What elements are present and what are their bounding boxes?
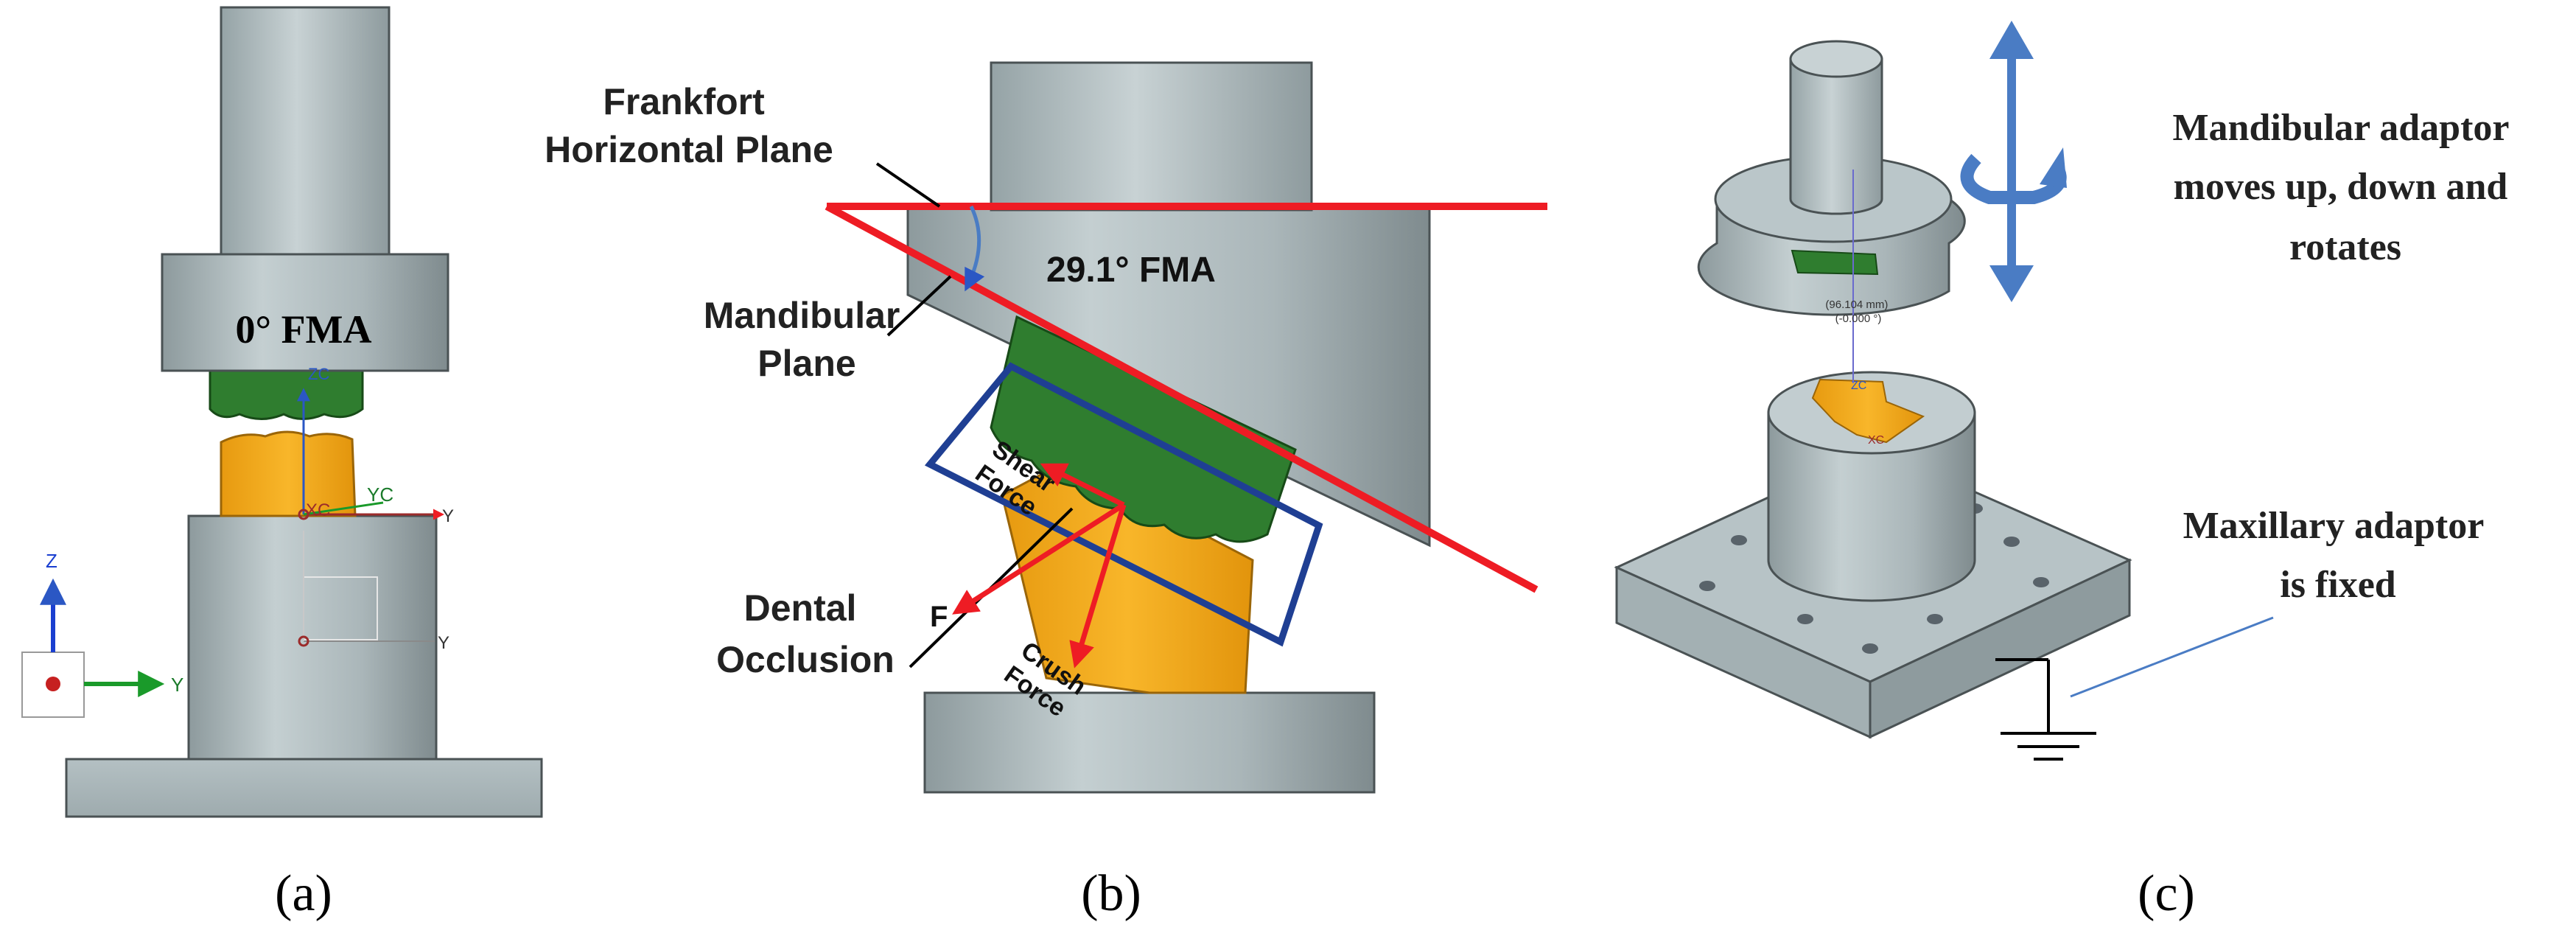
c-maxillary-text: Maxillary adaptor is fixed — [2183, 505, 2493, 606]
b-occlusion-frame — [924, 362, 1323, 647]
c-xc-label: XC — [1868, 434, 1884, 447]
b-angle-label: 29.1° FMA — [1046, 251, 1216, 290]
a-angle-label: 0° FMA — [235, 307, 371, 352]
c-maxillary-teeth — [1811, 378, 1925, 444]
c-upper-cylinder — [1789, 57, 1883, 215]
c-maxillary-leader — [2070, 616, 2274, 698]
c-mandibular-teeth — [1791, 249, 1879, 276]
a-lower-cylinder — [187, 514, 438, 761]
b-resultant-force-arrow — [952, 503, 1125, 615]
panel-c: ZC XC (96.104 mm) (-0.000 °) — [1614, 21, 2518, 922]
a-y-label-lower: Y — [438, 633, 449, 653]
a-maxillary-teeth — [220, 430, 357, 517]
a-y-label-upper: Y — [442, 506, 454, 526]
a-yc-label: YC — [367, 483, 393, 506]
panel-a: 0° FMA ZC YC XC Y Y Z Y (a) — [21, 6, 543, 922]
a-xc-label: XC — [306, 500, 330, 520]
b-mandibular-plane — [825, 203, 1539, 593]
c-base-front-right — [1869, 558, 2131, 739]
a-abs-y-label: Y — [171, 674, 183, 696]
a-base-plate — [65, 758, 543, 818]
b-lower-base — [923, 691, 1376, 794]
b-crush-force-arrow — [1069, 503, 1127, 668]
c-ground-symbol — [1995, 658, 2096, 761]
a-work-csys: ZC YC XC Y — [297, 365, 454, 526]
panel-b: 29.1° FMA Frankfort Horizontal Plane Man… — [545, 61, 1547, 922]
a-upper-cylinder — [220, 6, 391, 256]
c-zc-label: ZC — [1851, 380, 1866, 392]
a-z-label: Z — [46, 550, 57, 572]
c-motion-arrow — [1960, 21, 2067, 302]
a-ghost-csys: Y — [298, 531, 449, 653]
b-caption: (b) — [1081, 865, 1141, 922]
a-mandibular-teeth — [209, 367, 364, 420]
b-frankfort-label: Frankfort Horizontal Plane — [545, 81, 833, 170]
c-dimension-label: (96.104 mm) (-0.000 °) — [1825, 298, 1891, 325]
b-f-label: F — [930, 601, 948, 633]
b-dental-label: Dental Occlusion — [716, 587, 895, 680]
a-caption: (a) — [275, 865, 332, 922]
c-mandibular-text: Mandibular adaptor moves up, down and ro… — [2172, 107, 2518, 268]
b-angle-arc — [965, 205, 985, 292]
b-shear-force-arrow — [1040, 463, 1125, 508]
b-mandibular-label: Mandibular Plane — [704, 295, 911, 384]
b-mandibular-leader — [886, 275, 952, 337]
a-upper-collar — [161, 253, 449, 372]
c-lower-cylinder — [1767, 411, 1976, 602]
a-absolute-csys: Z Y — [21, 550, 183, 718]
a-zc-label: ZC — [308, 365, 329, 383]
c-caption: (c) — [2138, 865, 2195, 922]
b-frankfort-leader — [875, 162, 941, 208]
